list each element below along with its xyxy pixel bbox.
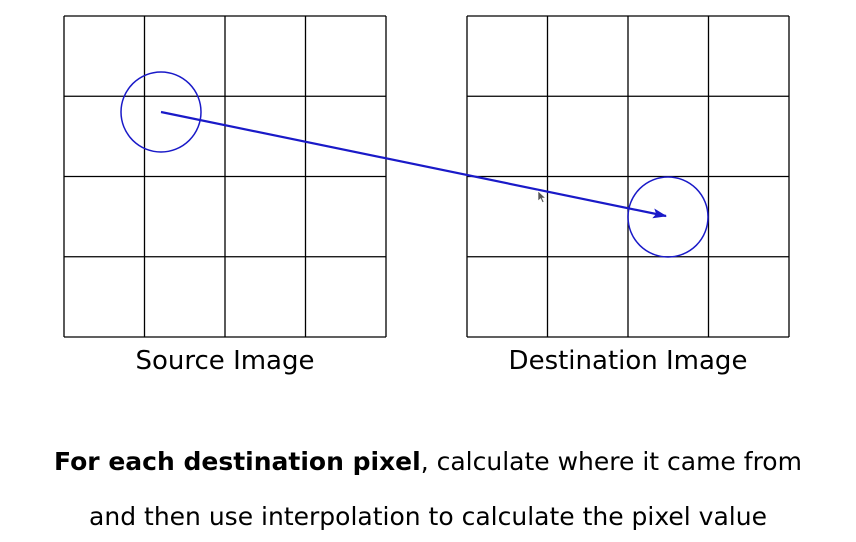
mapping-arrow (160, 110, 667, 219)
destination-image-label: Destination Image (508, 346, 748, 376)
statement-line-1-rest: , calculate where it came from (420, 447, 802, 476)
destination-image-grid (466, 15, 790, 338)
source-image-label: Source Image (135, 346, 315, 376)
statement-line-2: and then use interpolation to calculate … (89, 502, 767, 531)
statement-line-1: For each destination pixel, calculate wh… (0, 442, 856, 482)
source-image-grid (63, 15, 387, 338)
mouse-pointer-icon (537, 190, 547, 204)
destination-pixel-circle (627, 176, 709, 258)
source-sample-circle (120, 71, 202, 153)
statement-emphasis: For each destination pixel (54, 447, 421, 476)
